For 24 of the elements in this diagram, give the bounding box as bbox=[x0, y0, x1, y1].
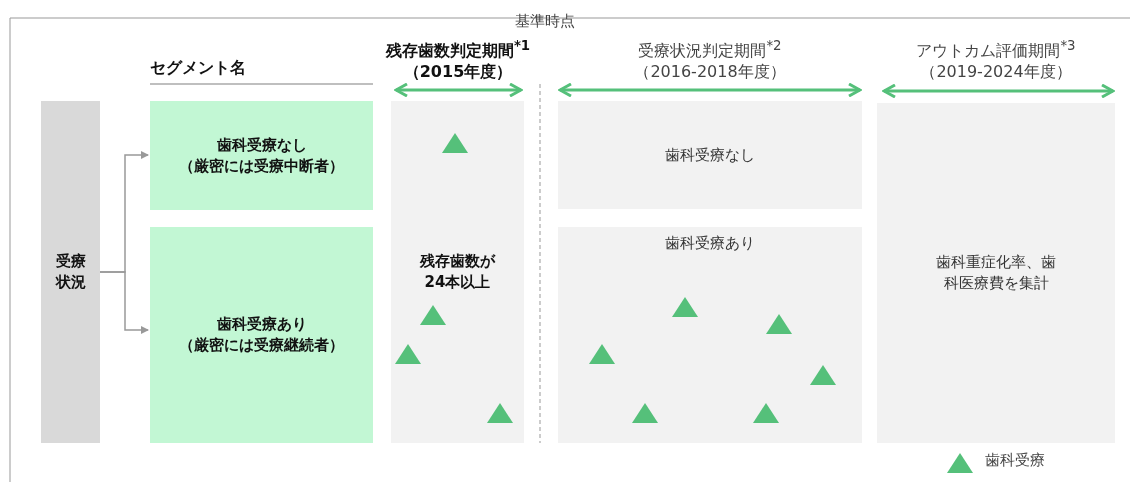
period-box bbox=[391, 101, 524, 443]
node-text: 歯科受療なし bbox=[216, 134, 307, 156]
node-text: 歯科重症化率、歯科医療費を集計 bbox=[935, 252, 1057, 294]
node-text: （厳密には受療中断者） bbox=[179, 155, 344, 177]
period-heading: 受療状況判定期間$^{*2}$ bbox=[637, 38, 783, 63]
column-heading: セグメント名 bbox=[150, 58, 246, 79]
node-text: （厳密には受療継続者） bbox=[179, 335, 344, 356]
node-text: 残存歯数が24本以上 bbox=[419, 251, 497, 293]
arrow bbox=[99, 271, 149, 334]
category-box bbox=[41, 101, 100, 443]
reference-point-label: 基準時点 bbox=[514, 12, 576, 31]
segment-box bbox=[150, 227, 373, 443]
node-text: 歯科受療あり bbox=[216, 314, 307, 335]
period-box bbox=[558, 227, 862, 443]
legend-label: 歯科受療 bbox=[985, 451, 1045, 470]
period-years: （2015年度） bbox=[402, 62, 514, 83]
period-heading: 残存歯数判定期間$^{*1}$ bbox=[384, 38, 532, 63]
node-text: 受療状況 bbox=[54, 251, 87, 293]
period-years: （2016-2018年度） bbox=[633, 62, 787, 83]
segment-box bbox=[150, 101, 373, 210]
node-text: 歯科受療なし bbox=[665, 144, 755, 166]
node-text: 歯科受療あり bbox=[665, 233, 755, 254]
period-heading: アウトカム評価期間$^{*3}$ bbox=[915, 38, 1077, 63]
period-years: （2019-2024年度） bbox=[919, 62, 1073, 83]
